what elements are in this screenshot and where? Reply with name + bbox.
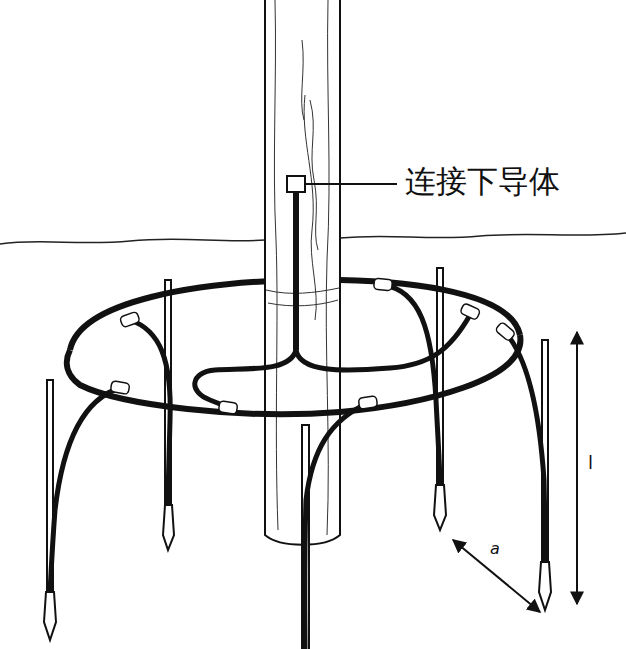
dimension-label: l (588, 454, 593, 472)
leader-line (305, 183, 397, 185)
connector-clamp (287, 176, 305, 192)
callout-label: 连接下导体 (405, 166, 560, 197)
cable-sleeves (110, 278, 515, 414)
dimension-arrow-a (453, 540, 540, 612)
ground-rods-front (44, 340, 551, 649)
ground-ring-front (67, 335, 521, 414)
down-conductor (195, 192, 470, 408)
dimension-arrow-l (576, 332, 578, 604)
rod-cables (50, 285, 545, 649)
dimension-label: a (490, 541, 500, 557)
